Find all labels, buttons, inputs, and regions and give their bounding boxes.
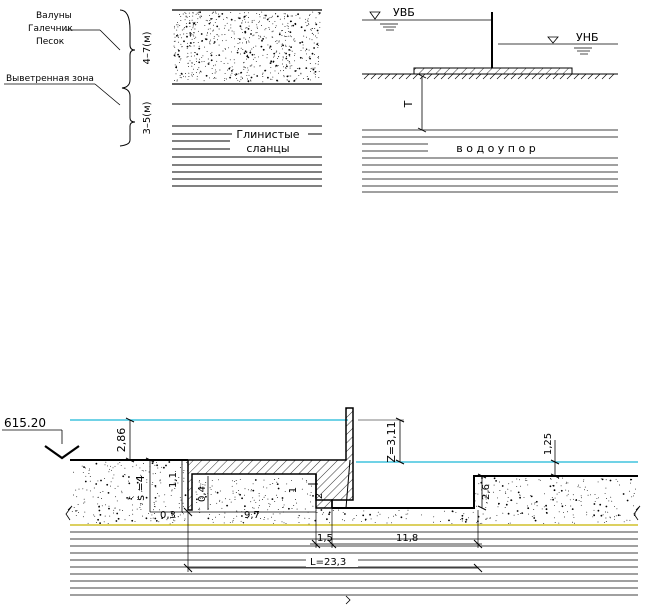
break-mark-right [633, 505, 641, 521]
dam-apron [413, 67, 573, 75]
layer-brace [119, 9, 136, 147]
label-elevation: 615.20 [4, 416, 46, 430]
label-clay-shale-2: сланцы [246, 142, 289, 155]
aquiclude-lines [70, 531, 638, 596]
gravel-layer [172, 10, 322, 84]
label-thickness-top: 4–7(м) [142, 31, 153, 64]
dim-1-25: 1,25 [543, 433, 554, 455]
gravel-stipple [173, 11, 321, 83]
dim-1: 1 [288, 487, 299, 493]
soil-stipple [71, 461, 636, 525]
dim-1-1: 1,1 [168, 472, 179, 488]
label-boulders: Валуны [36, 11, 72, 21]
dim-0-3: 0,3 [160, 510, 176, 521]
geology-column-panel: Валуны Галечник Песок Выветренная зона 4… [4, 9, 322, 187]
dim-2: 2 [314, 493, 325, 499]
dam-scheme-panel: УВБ УНБ T [362, 6, 618, 193]
dim-2-6: 2,6 [481, 484, 492, 500]
dim-1-5: 1,5 [317, 533, 333, 544]
dim-s-4: s =4 [134, 475, 147, 500]
break-mark-bottom [345, 595, 351, 605]
label-pebbles: Галечник [28, 24, 73, 34]
permeable-soil [70, 460, 638, 525]
label-upstream-level: УВБ [393, 6, 415, 19]
label-aquiclude: в о д о у п о р [456, 142, 535, 155]
design-section-panel: 615.20 2,86 s =4 1,1 [2, 407, 641, 605]
dim-z: Z=3,11 [385, 421, 398, 462]
dim-L: L=23,3 [310, 557, 346, 568]
label-sand: Песок [36, 37, 65, 47]
dim-2-86: 2,86 [115, 428, 128, 453]
dim-11-8: 11,8 [396, 533, 418, 544]
aquiclude-lines [362, 129, 618, 193]
label-depth-T: T [402, 100, 415, 108]
dim-0-4: 0,4 [197, 486, 208, 502]
label-downstream-level: УНБ [576, 31, 599, 44]
ground-hatch [363, 73, 615, 80]
label-weathered-zone: Выветренная зона [6, 74, 94, 84]
break-mark-left [65, 505, 73, 521]
downstream-level-marker-icon [547, 36, 559, 44]
label-thickness-bottom: 3–5(м) [142, 101, 153, 134]
dim-9-7: 9,7 [244, 510, 260, 521]
upstream-level-marker-icon [369, 11, 381, 20]
label-clay-shale-1: Глинистые [236, 128, 299, 141]
elevation-arrow-icon [44, 445, 80, 460]
